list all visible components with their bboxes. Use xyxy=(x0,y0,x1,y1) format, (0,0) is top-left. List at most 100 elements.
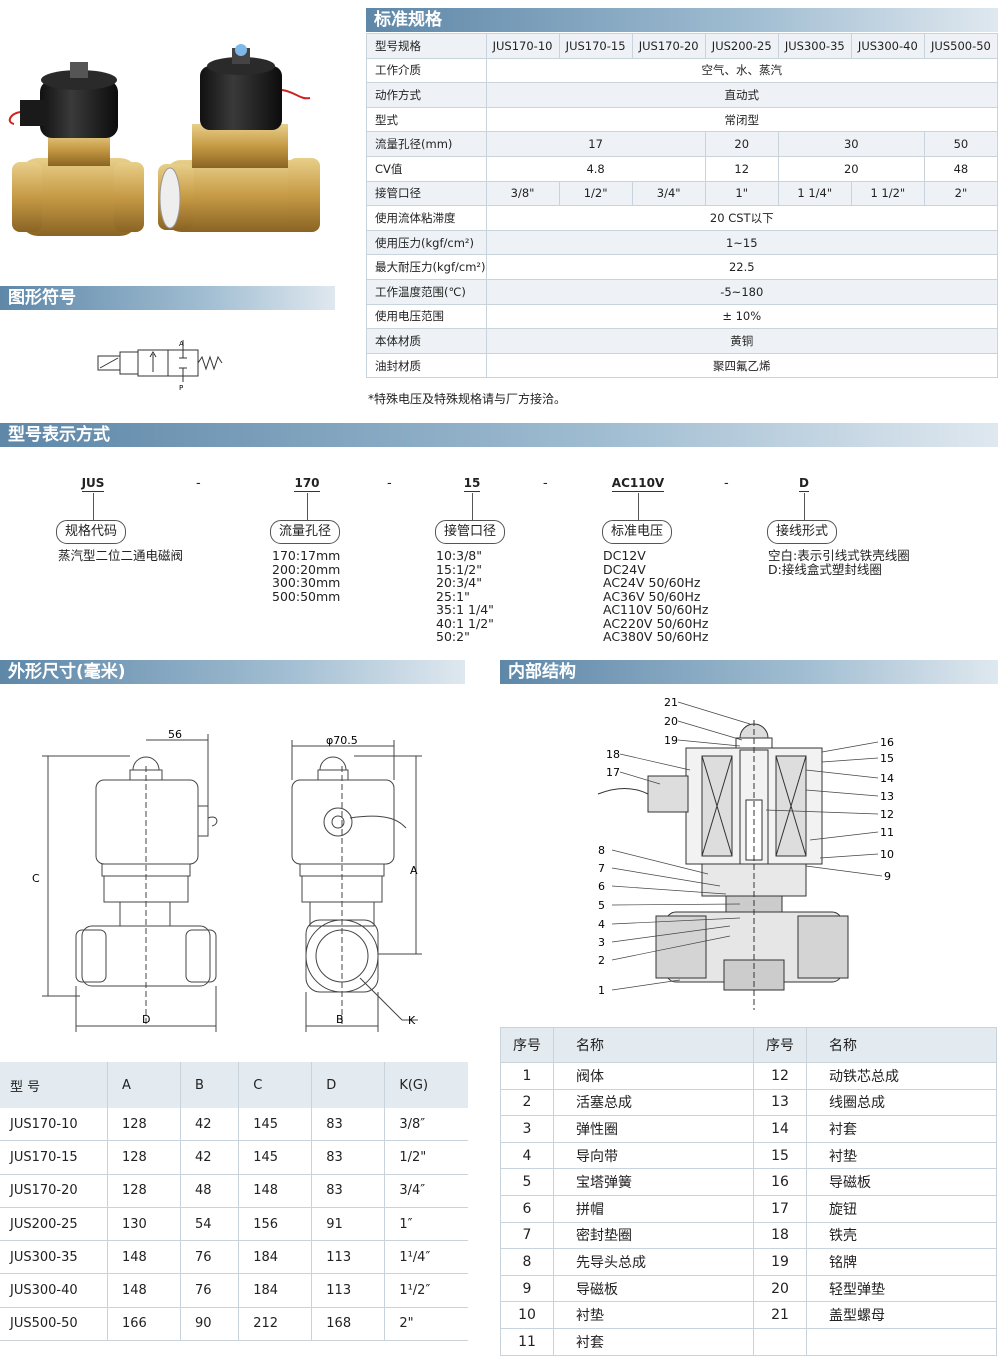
code-connector-2 xyxy=(307,493,308,520)
code-connector-1 xyxy=(93,493,94,520)
svg-text:11: 11 xyxy=(880,826,894,839)
dimensions-section-title: 外形尺寸(毫米) xyxy=(0,660,465,684)
spec-row-viscosity: 使用流体粘滞度 20 CST以下 xyxy=(366,205,998,231)
dim-label-a: A xyxy=(410,864,418,877)
svg-text:14: 14 xyxy=(880,772,894,785)
spec-row-models: 型号规格 JUS170-10 JUS170-15 JUS170-20 JUS20… xyxy=(366,33,999,59)
spec-section-title: 标准规格 xyxy=(366,8,998,32)
spec-row-voltage: 使用电压范围 ± 10% xyxy=(366,303,998,330)
svg-text:19: 19 xyxy=(664,734,678,747)
svg-text:1: 1 xyxy=(598,984,605,997)
code-connector-4 xyxy=(638,493,639,520)
svg-text:13: 13 xyxy=(880,790,894,803)
svg-text:5: 5 xyxy=(598,899,605,912)
part-number-labels: 21 20 19 18 17 16 15 14 13 12 11 10 9 8 … xyxy=(598,696,894,997)
spec-row-temperature: 工作温度范围(℃) -5~180 xyxy=(366,278,998,305)
spec-row-seal: 油封材质 聚四氟乙烯 xyxy=(366,352,998,379)
svg-text:15: 15 xyxy=(880,752,894,765)
pill-wiring: 接线形式 xyxy=(767,520,838,544)
svg-text:4: 4 xyxy=(598,918,605,931)
svg-text:20: 20 xyxy=(664,715,678,728)
model-code-section-title: 型号表示方式 xyxy=(0,423,998,447)
code-dash-3: - xyxy=(543,476,548,491)
spec-table: 型号规格 JUS170-10 JUS170-15 JUS170-20 JUS20… xyxy=(366,33,999,379)
desc-voltage: DC12V DC24V AC24V 50/60Hz AC36V 50/60Hz … xyxy=(603,548,709,644)
product-photos xyxy=(8,44,320,236)
svg-text:18: 18 xyxy=(606,748,620,761)
valve-symbol: A P xyxy=(97,340,223,392)
spec-row-type: 型式 常闭型 xyxy=(366,106,998,133)
code-wiring: D xyxy=(799,476,809,492)
structure-section-title: 内部结构 xyxy=(500,660,998,684)
valve-photo-small xyxy=(8,62,144,236)
symbol-label-p: P xyxy=(179,384,183,392)
code-series: JUS xyxy=(81,476,105,492)
svg-text:6: 6 xyxy=(598,880,605,893)
svg-text:8: 8 xyxy=(598,844,605,857)
code-dash-2: - xyxy=(387,476,392,491)
symbol-section-title: 图形符号 xyxy=(0,286,335,310)
svg-text:16: 16 xyxy=(880,736,894,749)
dim-label-phi: φ70.5 xyxy=(326,734,358,747)
code-dash-4: - xyxy=(724,476,729,491)
svg-text:10: 10 xyxy=(880,848,894,861)
valve-photo-large xyxy=(158,44,320,232)
internal-structure-drawing: 21 20 19 18 17 16 15 14 13 12 11 10 9 8 … xyxy=(597,696,894,1010)
desc-port: 10:3/8" 15:1/2" 20:3/4" 25:1" 35:1 1/4" … xyxy=(436,548,494,644)
dim-label-d: D xyxy=(142,1013,150,1026)
svg-text:12: 12 xyxy=(880,808,894,821)
desc-wiring: 空白:表示引线式铁壳线圈 D:接线盒式塑封线圈 xyxy=(768,548,910,577)
svg-text:3: 3 xyxy=(598,936,605,949)
code-connector-5 xyxy=(804,493,805,520)
spec-note: *特殊电压及特殊规格请与厂方接洽。 xyxy=(368,392,567,406)
svg-text:17: 17 xyxy=(606,766,620,779)
svg-text:7: 7 xyxy=(598,862,605,875)
spec-row-max-pressure: 最大耐压力(kgf/cm²) 22.5 xyxy=(366,254,998,280)
svg-text:2: 2 xyxy=(598,954,605,967)
pill-orifice: 流量孔径 xyxy=(270,520,341,544)
spec-row-cv: CV值 4.8 12 20 48 xyxy=(366,155,999,182)
pill-series: 规格代码 xyxy=(56,520,127,544)
pill-port: 接管口径 xyxy=(435,520,506,544)
desc-orifice: 170:17mm 200:20mm 300:30mm 500:50mm xyxy=(272,548,341,604)
symbol-label-a: A xyxy=(179,340,184,348)
dim-label-56: 56 xyxy=(168,728,182,741)
svg-text:9: 9 xyxy=(884,870,891,883)
dim-label-k: K xyxy=(408,1014,416,1027)
code-connector-3 xyxy=(472,493,473,520)
svg-text:21: 21 xyxy=(664,696,678,709)
pill-voltage: 标准电压 xyxy=(602,520,673,544)
code-orifice: 170 xyxy=(294,476,320,492)
dim-table-header: 型 号 A B C D K(G) xyxy=(0,1062,468,1108)
spec-row-action: 动作方式 直动式 xyxy=(366,82,998,108)
dimension-drawings: 56 φ70.5 C A D B K xyxy=(32,728,422,1032)
code-voltage: AC110V xyxy=(611,476,665,492)
code-port: 15 xyxy=(463,476,481,492)
desc-series: 蒸汽型二位二通电磁阀 xyxy=(58,548,184,563)
spec-row-body: 本体材质 黄铜 xyxy=(366,328,998,354)
dim-label-c: C xyxy=(32,872,40,885)
dim-label-b: B xyxy=(336,1013,344,1026)
spec-row-pressure: 使用压力(kgf/cm²) 1~15 xyxy=(366,229,998,256)
code-dash-1: - xyxy=(196,476,201,491)
spec-row-medium: 工作介质 空气、水、蒸汽 xyxy=(366,57,998,84)
parts-table-header: 序号 名称 序号 名称 xyxy=(500,1027,997,1063)
